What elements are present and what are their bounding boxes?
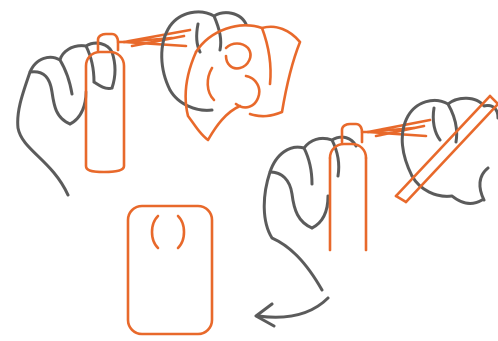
- step-spray-swab: [264, 96, 498, 290]
- step-spray-cloth: [18, 12, 300, 195]
- step-wipe-device: [128, 206, 328, 334]
- spray-bottle-icon: [86, 34, 124, 172]
- curved-arrow-icon: [256, 298, 328, 326]
- hand-icon: [402, 98, 498, 203]
- phone-case-icon: [128, 206, 212, 334]
- spray-bottle-icon: [330, 124, 368, 250]
- cloth-icon: [186, 25, 300, 140]
- spray-mist-icon: [368, 120, 430, 136]
- hand-icon: [264, 137, 356, 290]
- spray-mist-icon: [124, 30, 190, 46]
